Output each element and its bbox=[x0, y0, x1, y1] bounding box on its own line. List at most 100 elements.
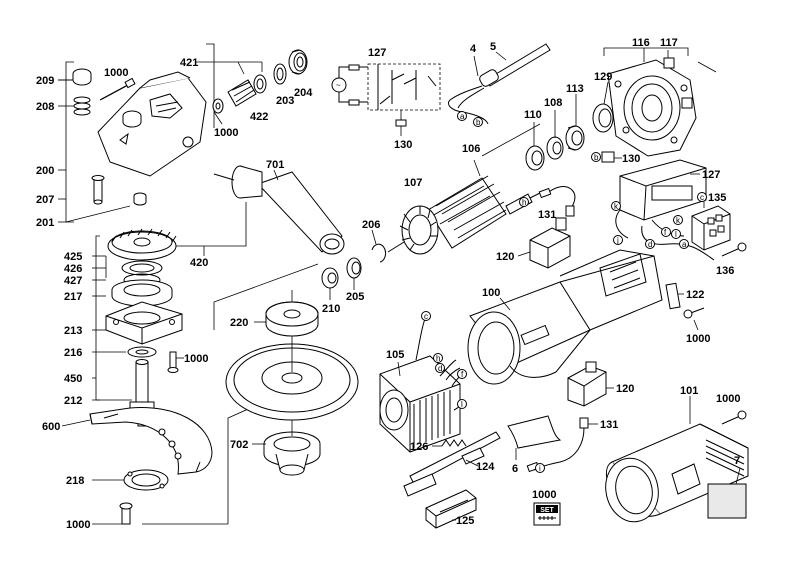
part-125-switch-button bbox=[425, 489, 477, 529]
callout-f-1: f bbox=[664, 228, 667, 237]
callout-b-2: b bbox=[594, 153, 599, 162]
bracket-gear-stack bbox=[92, 235, 132, 401]
part-127-control-module bbox=[619, 159, 707, 221]
part-1000-screw-right bbox=[683, 307, 705, 331]
label-203: 203 bbox=[276, 95, 294, 107]
label-206: 206 bbox=[362, 219, 380, 231]
label-5: 5 bbox=[490, 41, 496, 53]
part-136-screw bbox=[721, 242, 747, 257]
label-105: 105 bbox=[386, 349, 404, 361]
label-135: 135 bbox=[708, 192, 726, 204]
callout-f-2: f bbox=[461, 370, 464, 379]
label-110: 110 bbox=[524, 109, 542, 121]
part-1000-screw-flange bbox=[167, 351, 184, 373]
leader-420 bbox=[176, 202, 247, 256]
label-6: 6 bbox=[512, 463, 518, 475]
label-108: 108 bbox=[544, 97, 562, 109]
label-113: 113 bbox=[566, 83, 584, 95]
part-7-label-plate bbox=[707, 467, 747, 519]
label-129: 129 bbox=[594, 71, 612, 83]
label-421: 421 bbox=[180, 57, 198, 69]
label-1000-set: 1000 bbox=[532, 489, 556, 501]
bracket-gear-housing bbox=[58, 61, 74, 223]
part-124-switch-rod bbox=[403, 431, 501, 497]
part-1000-screw-top bbox=[99, 77, 136, 101]
callout-a-2: a bbox=[682, 240, 687, 249]
label-210: 210 bbox=[322, 303, 340, 315]
part-422-pinion bbox=[227, 74, 267, 107]
label-426: 426 bbox=[64, 263, 82, 275]
label-200: 200 bbox=[36, 165, 54, 177]
part-204-bearing bbox=[288, 49, 308, 75]
part-1000-washer bbox=[212, 98, 224, 125]
label-702: 702 bbox=[230, 439, 248, 451]
label-217: 217 bbox=[64, 291, 82, 303]
callout-k-2: k bbox=[676, 216, 681, 225]
part-425-crown-gear bbox=[107, 228, 177, 261]
part-4-cable-leads bbox=[448, 55, 489, 127]
label-1000-d: 1000 bbox=[686, 333, 710, 345]
callout-d-1: d bbox=[648, 240, 652, 249]
label-1000-e: 1000 bbox=[716, 393, 740, 405]
callout-c-2: c bbox=[424, 312, 428, 321]
label-422: 422 bbox=[250, 111, 268, 123]
label-120-a: 120 bbox=[496, 251, 514, 263]
wiring-schematic: ~ bbox=[331, 63, 441, 136]
part-110-bearing bbox=[525, 122, 545, 171]
label-420: 420 bbox=[190, 257, 208, 269]
part-105-stator bbox=[379, 311, 461, 453]
label-130-a: 130 bbox=[394, 139, 412, 151]
label-218: 218 bbox=[66, 475, 84, 487]
label-127-b: 127 bbox=[702, 169, 720, 181]
svg-text:~: ~ bbox=[336, 81, 341, 90]
callout-d-2: d bbox=[438, 364, 442, 373]
callout-h-1: h bbox=[522, 198, 526, 207]
part-116-end-plate bbox=[607, 59, 697, 157]
part-5-power-cord bbox=[479, 43, 551, 87]
label-130-b: 130 bbox=[622, 153, 640, 165]
part-108-spacer bbox=[546, 110, 564, 160]
part-130-clip bbox=[601, 151, 622, 163]
part-122-strain-relief bbox=[665, 282, 684, 310]
bracket-421 bbox=[195, 43, 263, 128]
label-122: 122 bbox=[686, 289, 704, 301]
callout-j-1: j bbox=[616, 236, 619, 245]
label-131-a: 131 bbox=[538, 209, 556, 221]
part-207-lock-pin bbox=[91, 175, 105, 205]
label-216: 216 bbox=[64, 347, 82, 359]
part-6-insulator bbox=[507, 415, 562, 460]
label-1000-f: 1000 bbox=[66, 519, 90, 531]
part-217-flange bbox=[111, 279, 173, 307]
label-427: 427 bbox=[64, 275, 82, 287]
callout-a-1: a bbox=[460, 112, 465, 121]
callout-l-1: l bbox=[675, 230, 677, 239]
label-127-a: 127 bbox=[368, 47, 386, 59]
part-208-o-rings bbox=[73, 96, 91, 116]
label-124: 124 bbox=[476, 461, 495, 473]
label-205: 205 bbox=[346, 291, 364, 303]
label-425: 425 bbox=[64, 251, 82, 263]
part-216-washer bbox=[127, 346, 157, 358]
bracket-116 bbox=[603, 47, 689, 62]
label-209: 209 bbox=[36, 75, 54, 87]
part-131-brush-top bbox=[538, 186, 576, 217]
part-1000-screw-cover bbox=[721, 410, 747, 425]
label-450: 450 bbox=[64, 373, 82, 385]
part-107-armature bbox=[387, 159, 547, 255]
part-426-washer bbox=[121, 260, 163, 276]
callout-c-1: c bbox=[700, 193, 704, 202]
label-1000-a: 1000 bbox=[104, 67, 128, 79]
label-131-b: 131 bbox=[600, 419, 618, 431]
label-126: 126 bbox=[410, 441, 428, 453]
wire-callouts: a b b k c f l k a j d h c h d f l i bbox=[421, 111, 707, 473]
label-213: 213 bbox=[64, 325, 82, 337]
part-200-gear-housing bbox=[97, 71, 207, 177]
label-100: 100 bbox=[482, 287, 500, 299]
part-701-side-handle bbox=[213, 165, 345, 255]
part-113-bearing bbox=[565, 94, 585, 151]
part-117-screws bbox=[663, 50, 693, 109]
part-203-ring bbox=[273, 63, 287, 85]
part-number-labels: 209 208 200 207 201 1000 421 1000 422 20… bbox=[36, 37, 740, 531]
label-117: 117 bbox=[660, 37, 678, 49]
